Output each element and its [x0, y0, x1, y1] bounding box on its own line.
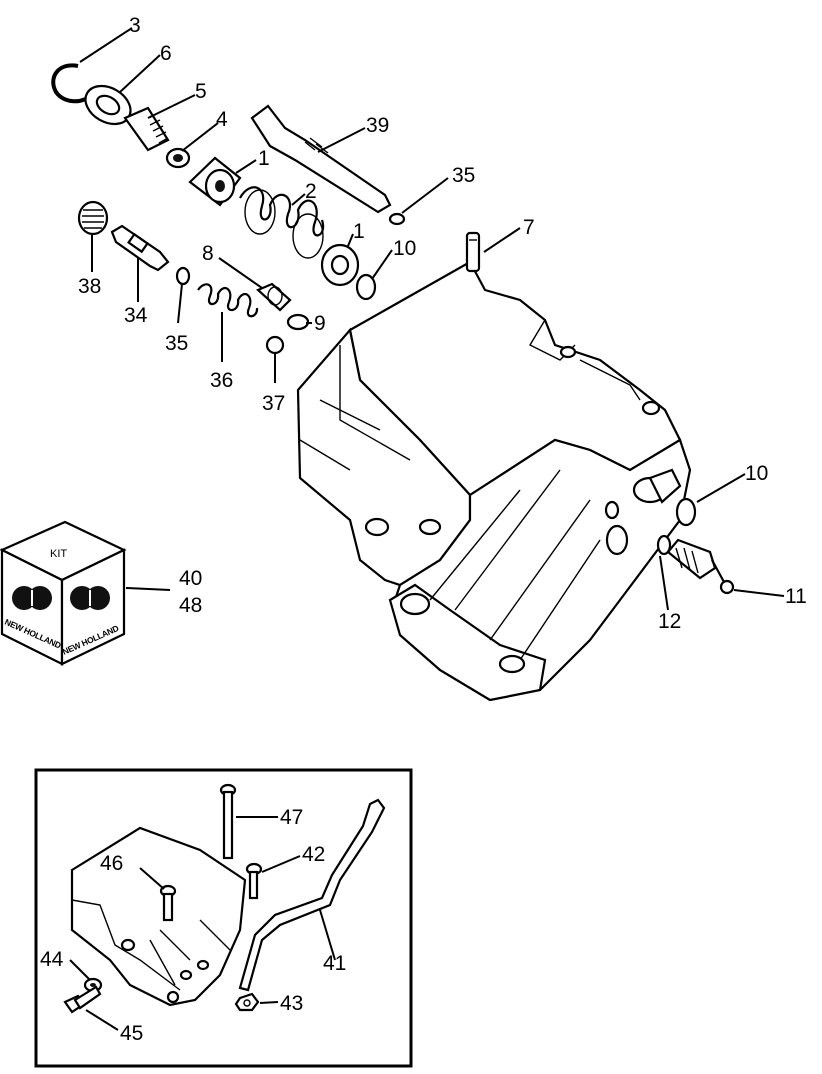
o-ring-12	[656, 534, 672, 556]
callout-34: 34	[124, 304, 148, 327]
snap-ring	[51, 63, 94, 104]
callout-4: 4	[216, 108, 228, 131]
callout-42: 42	[302, 843, 325, 866]
pin-7	[465, 231, 481, 273]
screw-42	[245, 862, 263, 900]
callout-3: 3	[129, 14, 141, 37]
callout-38: 38	[78, 275, 101, 298]
callout-39: 39	[366, 114, 389, 137]
new-holland-logo-left	[12, 586, 52, 610]
housing	[296, 260, 692, 702]
o-ring-10a	[355, 273, 377, 301]
kit-cube: KIT NEW HOLLAND NEW HOLLAND	[0, 520, 127, 666]
bolt-47	[219, 783, 237, 860]
callout-10b: 10	[745, 462, 768, 485]
bolt-46	[159, 884, 177, 922]
o-ring-9	[286, 313, 310, 331]
lever-41	[238, 798, 386, 992]
callout-6: 6	[160, 42, 172, 65]
new-holland-logo-right	[70, 586, 110, 610]
callout-40: 40	[179, 567, 202, 590]
nut-43	[234, 992, 260, 1012]
kit-label: KIT	[50, 548, 67, 560]
o-ring-35b	[175, 266, 191, 286]
callout-47: 47	[280, 806, 303, 829]
callout-2: 2	[305, 180, 317, 203]
callout-48: 48	[179, 594, 202, 617]
o-ring-35a	[388, 212, 406, 226]
valve-34	[110, 224, 170, 272]
o-ring-10b	[675, 497, 697, 527]
ball-37	[265, 335, 285, 355]
plug-38	[77, 200, 109, 236]
callout-11: 11	[785, 585, 807, 608]
spring-2	[239, 186, 325, 259]
callout-9: 9	[314, 312, 326, 335]
leader-lines	[69, 27, 785, 1031]
callout-41: 41	[323, 952, 346, 975]
callout-46: 46	[100, 852, 123, 875]
callout-37: 37	[262, 392, 285, 415]
callout-35b: 35	[165, 332, 188, 355]
callout-8: 8	[202, 242, 214, 265]
callout-44: 44	[40, 948, 64, 971]
callouts: 3 6 5 4 39 1 2 35 7 1 10 8 38 34 35 9 36…	[40, 14, 807, 1045]
callout-5: 5	[195, 80, 207, 103]
callout-43: 43	[280, 992, 303, 1015]
inset-frame	[34, 768, 413, 1068]
callout-12: 12	[658, 610, 681, 633]
callout-36: 36	[210, 369, 233, 392]
inset-housing	[70, 826, 247, 1007]
callout-45: 45	[120, 1022, 143, 1045]
fitting-8	[255, 282, 292, 312]
seat-1a	[188, 156, 242, 207]
seat-1b	[320, 243, 360, 287]
callout-10a: 10	[393, 237, 416, 260]
callout-35a: 35	[452, 164, 475, 187]
callout-1a: 1	[258, 147, 270, 170]
fitting-11	[666, 538, 735, 595]
spring-36	[197, 283, 259, 318]
bolt-45	[63, 985, 102, 1014]
callout-7: 7	[523, 216, 535, 239]
shaft-39	[250, 104, 392, 214]
callout-1b: 1	[353, 220, 365, 243]
plug-5	[123, 106, 170, 152]
washer-4	[165, 147, 191, 169]
